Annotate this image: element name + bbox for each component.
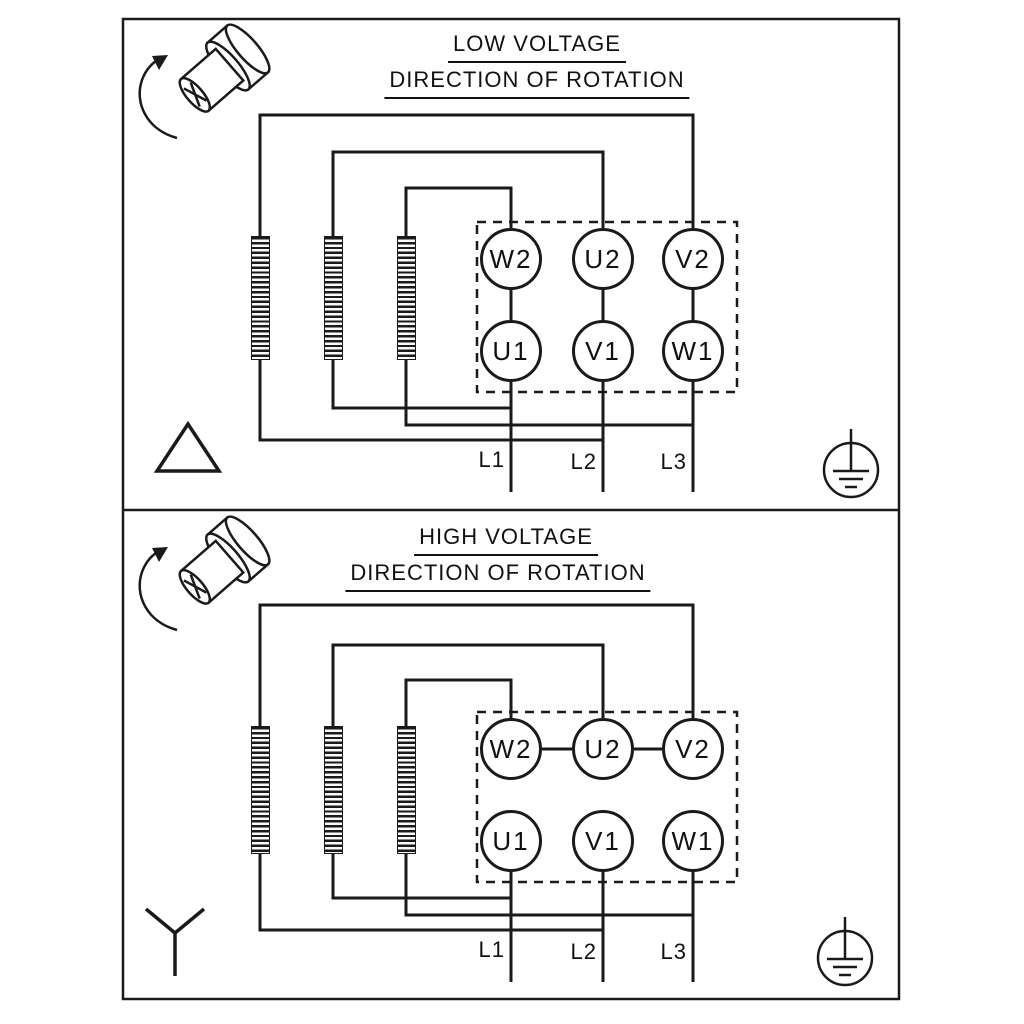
winding-coil — [251, 236, 270, 360]
winding-coil — [324, 726, 343, 854]
terminal-u1-high: U1 — [480, 810, 542, 872]
diagram-frame — [121, 17, 901, 1001]
supply-l2-high: L2 — [570, 939, 597, 964]
low-voltage-title: LOW VOLTAGE — [448, 31, 626, 63]
high-voltage-title: HIGH VOLTAGE — [414, 524, 598, 556]
terminal-u2-low: U2 — [572, 228, 634, 290]
terminal-w1-low: W1 — [662, 320, 724, 382]
terminal-w2-low: W2 — [480, 228, 542, 290]
rotation-direction-icon — [138, 515, 271, 632]
winding-coil — [251, 726, 270, 854]
terminal-v2-low: V2 — [662, 228, 724, 290]
winding-coil — [397, 726, 416, 854]
terminal-w1-high: W1 — [662, 810, 724, 872]
terminal-v1-high: V1 — [572, 810, 634, 872]
high-voltage-subtitle: DIRECTION OF ROTATION — [345, 560, 651, 592]
high-voltage-wires — [258, 603, 695, 982]
supply-l3-high: L3 — [660, 939, 687, 964]
protective-earth-ground-icon — [816, 917, 874, 987]
low-voltage-subtitle: DIRECTION OF ROTATION — [384, 67, 690, 99]
supply-l1-high: L1 — [478, 937, 505, 962]
low-voltage-terminal-box — [475, 220, 739, 394]
terminal-u2-high: U2 — [572, 718, 634, 780]
terminal-w2-high: W2 — [480, 718, 542, 780]
terminal-v2-high: V2 — [662, 718, 724, 780]
supply-l3-low: L3 — [660, 449, 687, 474]
terminal-u1-low: U1 — [480, 320, 542, 382]
supply-l1-low: L1 — [478, 447, 505, 472]
delta-symbol — [153, 420, 223, 473]
star-symbol — [144, 907, 206, 976]
high-voltage-terminal-box — [475, 710, 739, 884]
winding-coil — [324, 236, 343, 360]
rotation-direction-icon — [138, 23, 271, 140]
winding-coil — [397, 236, 416, 360]
terminal-v1-low: V1 — [572, 320, 634, 382]
supply-l2-low: L2 — [570, 449, 597, 474]
low-voltage-wires — [258, 113, 695, 492]
protective-earth-ground-icon — [822, 429, 880, 499]
